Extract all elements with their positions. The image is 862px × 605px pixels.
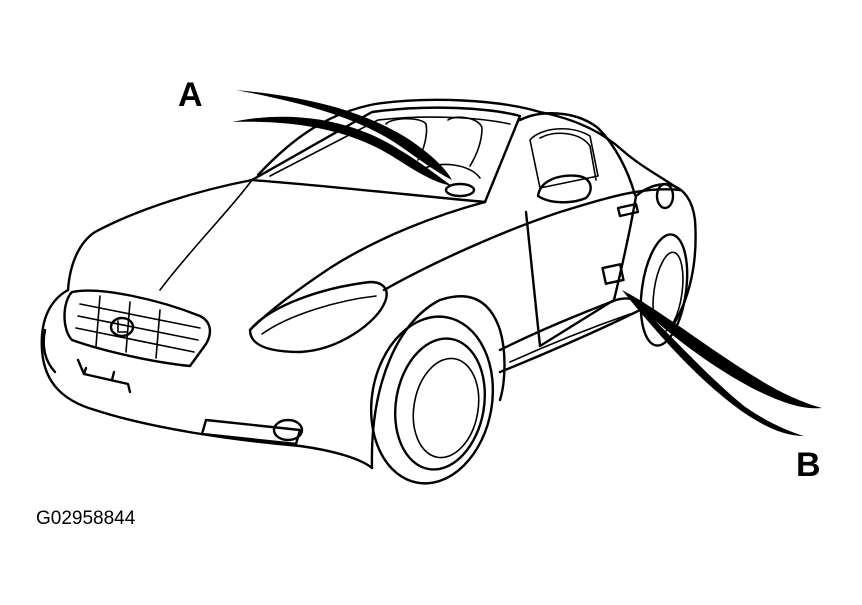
windshield-inner: [269, 116, 511, 177]
side-mirror: [536, 174, 592, 204]
rear-seat: [539, 132, 597, 181]
front-seat-right: [447, 116, 483, 167]
car-body: [40, 98, 697, 470]
roof-line: [256, 98, 682, 192]
callout-b-label: B: [796, 446, 821, 484]
grille-vert-2: [125, 301, 131, 353]
grille-vert-1: [95, 295, 101, 347]
callout-b-leader: [622, 290, 822, 436]
front-wheel: [369, 315, 495, 485]
grille-vert-3: [155, 309, 161, 359]
grille-bar-1: [79, 303, 201, 329]
figure-id: G02958844: [36, 508, 136, 529]
license-plate-bracket: [76, 358, 132, 394]
rocker-line: [509, 313, 631, 363]
front-bumper: [40, 288, 374, 470]
rocker-panel: [498, 297, 642, 374]
front-fender-arch: [370, 295, 506, 470]
callout-a-target: [444, 182, 476, 198]
shoulder-line: [382, 188, 682, 292]
grille-outer: [63, 289, 212, 368]
hood: [66, 178, 254, 292]
callout-a-leader: [232, 90, 476, 198]
door-sensor-marker: [601, 263, 625, 285]
hood-center-line: [159, 179, 253, 291]
lexus-emblem: [109, 316, 135, 338]
door-handle: [616, 202, 640, 218]
front-lower-lip: [42, 328, 57, 374]
headlight-inner: [261, 295, 377, 335]
fog-light-bar: [200, 418, 302, 446]
headlight: [248, 280, 388, 354]
callout-a-label: A: [178, 76, 203, 114]
hood-crease: [248, 200, 487, 332]
rear-side-marker: [655, 182, 675, 210]
rear-roof-arc: [518, 112, 637, 197]
grille-bar-3: [75, 327, 195, 353]
fog-light: [272, 418, 304, 442]
emblem-l: [117, 320, 128, 333]
rear-window: [529, 127, 599, 189]
